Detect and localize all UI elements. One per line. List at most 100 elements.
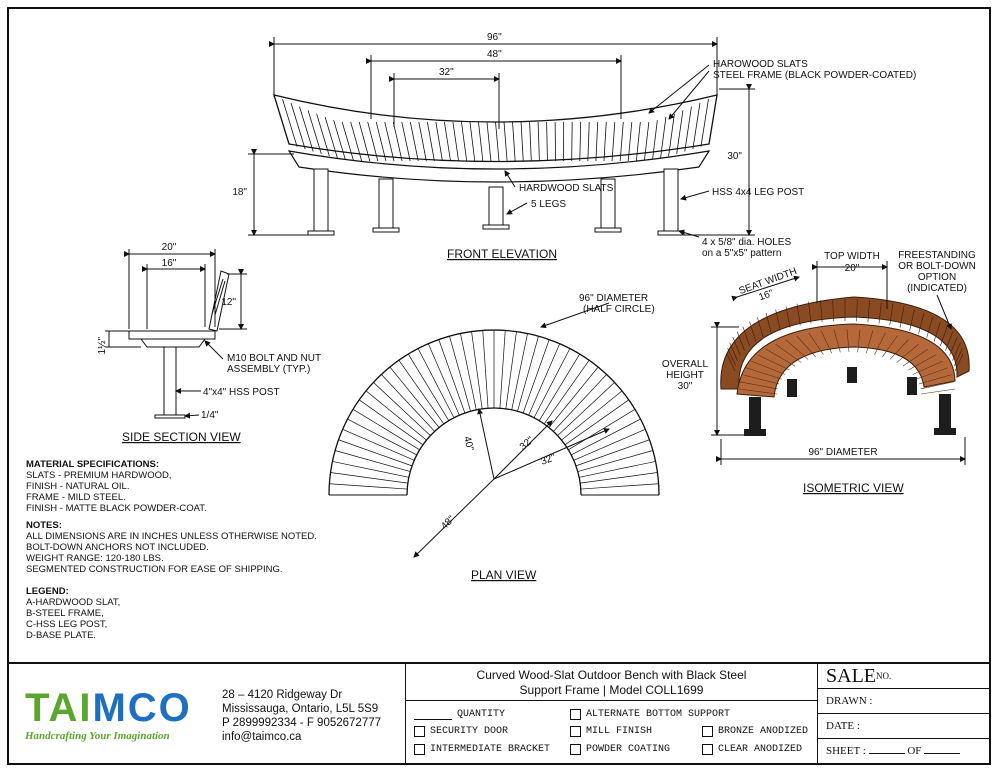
backrest-slat: [358, 121, 371, 162]
security-door-checkbox[interactable]: SECURITY DOOR: [414, 726, 508, 737]
powder-coating-checkbox[interactable]: POWDER COATING: [570, 744, 670, 755]
material-line: FRAME - MILD STEEL.: [26, 492, 126, 503]
checkbox-box[interactable]: [414, 744, 425, 755]
fe-dim-height: 30": [727, 151, 742, 162]
quantity-field[interactable]: QUANTITY: [414, 709, 505, 720]
ss-dim-seat-depth: 16": [162, 258, 177, 269]
iso-seat-slat: [865, 330, 874, 354]
sheet-field[interactable]: SHEET : OF: [818, 739, 989, 764]
plan-slat: [460, 333, 477, 410]
plan-dim-r3: 32": [539, 452, 557, 468]
material-specs: MATERIAL SPECIFICATIONS: SLATS - PREMIUM…: [26, 459, 207, 514]
backrest-slat: [660, 116, 667, 159]
title-block: TAIMCO Handcrafting Your Imagination 28 …: [7, 662, 991, 765]
plan-diameter: 96" DIAMETER: [579, 293, 648, 304]
fe-callout-post: HSS 4x4 LEG POST: [712, 187, 804, 198]
bronze-anodized-label: BRONZE ANODIZED: [718, 726, 809, 737]
plan-slat: [332, 461, 409, 478]
iso-back-slat: [765, 313, 772, 334]
sheet-label: SHEET :: [826, 745, 866, 757]
backrest-slat: [512, 121, 516, 162]
iso-top-width-label: TOP WIDTH: [824, 251, 880, 262]
isometric-view: [711, 261, 970, 465]
checkbox-box[interactable]: [570, 726, 581, 737]
iso-back-slat: [775, 309, 781, 331]
iso-seat-slat: [920, 381, 955, 390]
drawn-field[interactable]: DRAWN :: [818, 689, 989, 714]
iso-seat-slat: [739, 381, 778, 390]
plan-slat: [352, 408, 420, 451]
backrest-slat: [676, 110, 684, 154]
legend-line: D-BASE PLATE.: [26, 630, 97, 641]
plan-slat: [329, 483, 408, 490]
fe-callout-seat-slats: HARDWOOD SLATS: [519, 183, 614, 194]
legend-line: A-HARDWOOD SLAT,: [26, 597, 121, 608]
clear-anodized-checkbox[interactable]: CLEAR ANODIZED: [702, 744, 802, 755]
checkbox-box[interactable]: [702, 726, 713, 737]
iso-back-slat: [757, 317, 764, 338]
product-title: Curved Wood-Slat Outdoor Bench with Blac…: [406, 664, 817, 701]
sale-number[interactable]: SALENO.: [818, 664, 989, 689]
mill-finish-checkbox[interactable]: MILL FINISH: [570, 726, 652, 737]
backrest-slat: [627, 121, 633, 162]
iso-back-slat: [736, 331, 745, 351]
iso-seat-slat: [775, 343, 802, 363]
mill-finish-label: MILL FINISH: [586, 726, 653, 737]
checkbox-box[interactable]: [414, 726, 425, 737]
iso-back-slat: [742, 326, 751, 347]
iso-seat-slat: [757, 354, 790, 371]
company-address: 28 – 4120 Ridgeway Dr Mississauga, Ontar…: [202, 664, 405, 765]
plan-slat: [358, 399, 424, 446]
backrest-slat: [290, 102, 306, 150]
backrest-slat: [635, 121, 641, 162]
intermediate-bracket-label: INTERMEDIATE BRACKET: [430, 744, 551, 755]
side-section-title: SIDE SECTION VIEW: [122, 430, 241, 444]
iso-seat-slat: [908, 354, 937, 371]
iso-seat-slat: [896, 343, 919, 363]
address-line: 28 – 4120 Ridgeway Dr: [222, 689, 343, 701]
fe-callout-slats: HAROWOOD SLATS: [713, 59, 808, 70]
plan-slat: [548, 366, 599, 428]
iso-back-slat: [939, 326, 948, 347]
backrest-slat: [418, 121, 427, 162]
checkbox-box[interactable]: [570, 744, 581, 755]
iso-freestanding-1: FREESTANDING: [898, 250, 976, 261]
backrest-slat: [652, 120, 658, 161]
checkbox-box[interactable]: [570, 709, 581, 720]
iso-back-slat: [732, 336, 741, 356]
bronze-anodized-checkbox[interactable]: BRONZE ANODIZED: [702, 726, 808, 737]
backrest-slat: [409, 121, 419, 162]
plan-slat: [381, 374, 435, 432]
iso-back-slat: [954, 348, 963, 366]
alt-bottom-label: ALTERNATE BOTTOM SUPPORT: [586, 709, 731, 720]
iso-seat-slat: [742, 374, 780, 385]
iso-back-slat: [949, 336, 958, 356]
backrest-slat: [443, 121, 451, 162]
note-line: SEGMENTED CONSTRUCTION FOR EASE OF SHIPP…: [26, 564, 283, 575]
legend: LEGEND: A-HARDWOOD SLAT, B-STEEL FRAME, …: [26, 586, 120, 641]
backrest-slat: [546, 121, 548, 162]
fe-dim-seat: 18": [232, 187, 247, 198]
iso-back-slat: [945, 331, 954, 351]
address-line: Mississauga, Ontario, L5L 5S9: [222, 703, 379, 715]
phone-line: P 2899992334 - F 9052672777: [222, 717, 382, 729]
backrest-slat: [435, 121, 443, 162]
backrest-slat: [282, 98, 298, 147]
backrest-slat: [461, 121, 468, 162]
backrest-slat: [341, 121, 354, 162]
alt-bottom-checkbox[interactable]: ALTERNATE BOTTOM SUPPORT: [570, 709, 730, 720]
date-field[interactable]: DATE :: [818, 714, 989, 739]
email-link[interactable]: info@taimco.ca: [222, 731, 302, 743]
legend-line: B-STEEL FRAME,: [26, 608, 104, 619]
backrest-slat: [529, 121, 532, 162]
intermediate-bracket-checkbox[interactable]: INTERMEDIATE BRACKET: [414, 744, 550, 755]
checkbox-box[interactable]: [702, 744, 713, 755]
backrest-slat: [619, 121, 624, 162]
backrest-slat: [692, 102, 701, 150]
note-line: WEIGHT RANGE: 120-180 LBS.: [26, 553, 164, 564]
fe-dim-mid: 48": [487, 49, 502, 60]
plan-slat: [427, 343, 460, 416]
backrest-slat: [520, 121, 524, 162]
iso-overall-height-2: HEIGHT: [666, 370, 704, 381]
backrest-slat: [700, 99, 709, 147]
